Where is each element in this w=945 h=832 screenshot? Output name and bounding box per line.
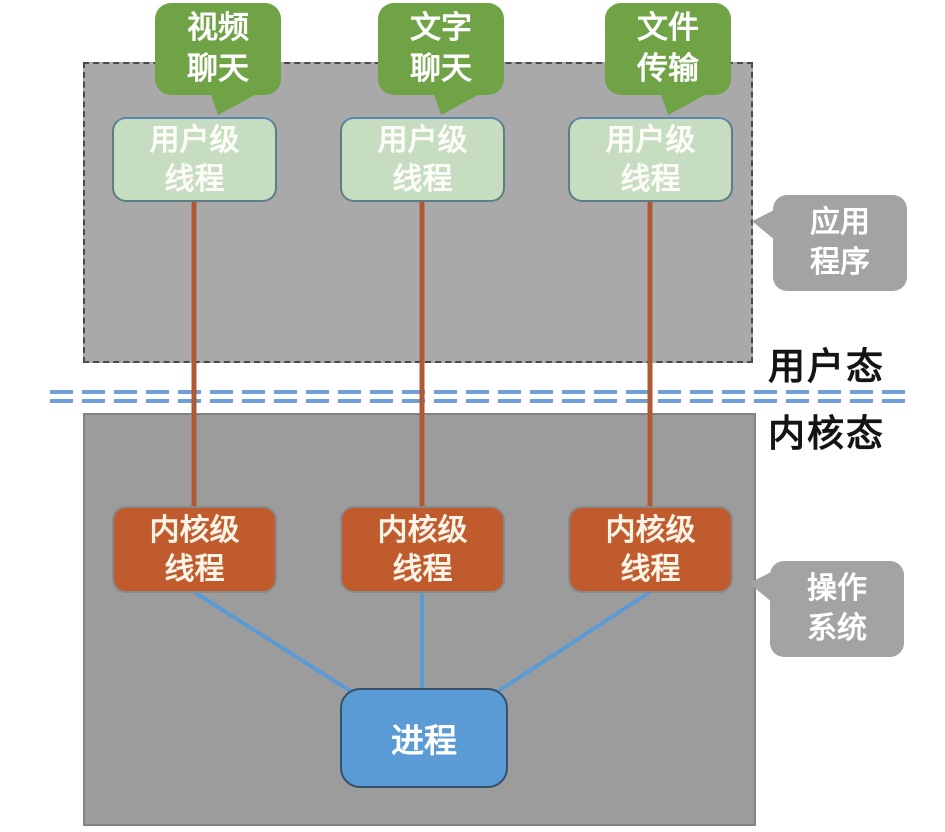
kernel-thread-box-2: 内核级 线程 xyxy=(340,506,505,593)
app-bubble-text-chat: 文字 聊天 xyxy=(378,3,504,115)
app-bubble-label: 文字 聊天 xyxy=(410,10,472,86)
mode-separator-line xyxy=(50,390,912,403)
application-callout: 应用 程序 xyxy=(752,195,907,291)
process-label: 进程 xyxy=(391,722,457,759)
user-mode-label: 用户态 xyxy=(768,347,885,388)
os-callout: 操作 系统 xyxy=(749,561,904,657)
app-bubble-label: 文件 传输 xyxy=(637,10,699,86)
app-bubble-label: 视频 聊天 xyxy=(187,10,249,86)
process-box: 进程 xyxy=(340,688,508,788)
user-thread-label: 用户级 线程 xyxy=(149,123,240,196)
callout-tail-icon xyxy=(752,209,776,241)
user-thread-label: 用户级 线程 xyxy=(605,123,696,196)
kernel-thread-label: 内核级 线程 xyxy=(377,513,468,586)
kernel-mode-label: 内核态 xyxy=(768,414,885,455)
kernel-thread-label: 内核级 线程 xyxy=(149,513,240,586)
app-bubble-video-chat: 视频 聊天 xyxy=(155,3,281,115)
user-thread-box-2: 用户级 线程 xyxy=(340,117,505,202)
application-zone xyxy=(83,62,753,363)
user-thread-box-3: 用户级 线程 xyxy=(568,117,733,202)
app-bubble-file-transfer: 文件 传输 xyxy=(605,3,731,115)
kernel-thread-label: 内核级 线程 xyxy=(605,513,696,586)
os-callout-label: 操作 系统 xyxy=(807,571,867,646)
user-thread-label: 用户级 线程 xyxy=(377,123,468,196)
application-callout-label: 应用 程序 xyxy=(810,205,870,280)
kernel-thread-box-1: 内核级 线程 xyxy=(112,506,277,593)
user-thread-box-1: 用户级 线程 xyxy=(112,117,277,202)
kernel-thread-box-3: 内核级 线程 xyxy=(568,506,733,593)
